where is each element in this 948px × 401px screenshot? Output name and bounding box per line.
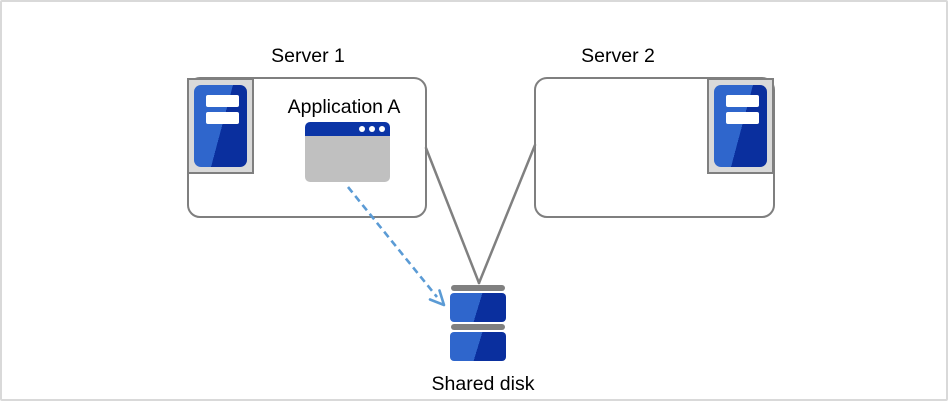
server1-label: Server 1 <box>271 45 345 67</box>
server2-disk-line <box>477 143 537 285</box>
window-body <box>305 136 390 182</box>
tower-slot-icon <box>726 95 759 107</box>
application-label: Application A <box>287 96 401 118</box>
server-tower-icon <box>194 85 247 167</box>
disk-stack-icon <box>450 285 506 361</box>
disk-bar <box>451 324 505 330</box>
server2-server-icon <box>707 78 774 174</box>
window-dot-icon <box>379 126 385 132</box>
arrowhead-icon <box>428 289 446 307</box>
server-tower-icon <box>714 85 767 167</box>
disk-platter <box>450 332 506 361</box>
window-dot-icon <box>369 126 375 132</box>
disk-platter <box>450 293 506 322</box>
disk-bar <box>451 285 505 291</box>
shared-disk-label: Shared disk <box>431 373 535 395</box>
window-dot-icon <box>359 126 365 132</box>
server2-label: Server 2 <box>581 45 655 67</box>
app-window-icon <box>305 122 390 182</box>
tower-slot-icon <box>206 95 239 107</box>
window-titlebar <box>305 122 390 136</box>
server1-disk-line <box>424 146 481 285</box>
tower-slot-icon <box>726 112 759 124</box>
server1-server-icon <box>187 78 254 174</box>
tower-slot-icon <box>206 112 239 124</box>
